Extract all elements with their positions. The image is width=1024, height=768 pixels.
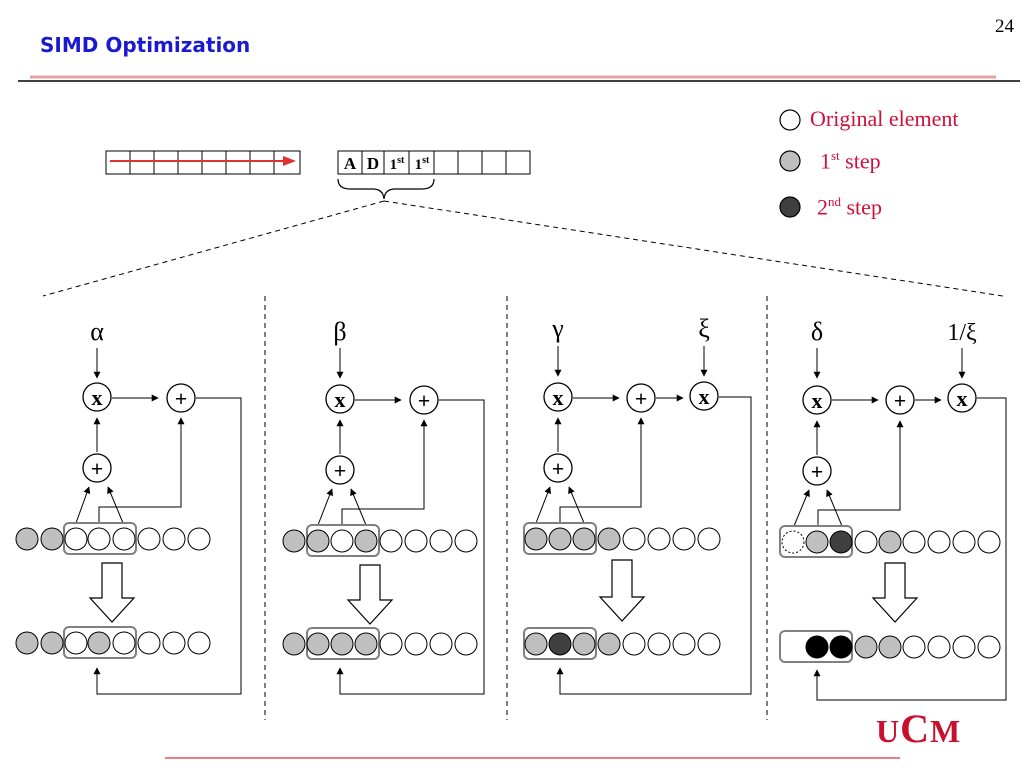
- mul-op: x: [92, 385, 103, 410]
- logo-m: M: [930, 713, 962, 749]
- logo-c: C: [900, 706, 930, 751]
- add-op: +: [175, 386, 188, 411]
- add-op: +: [635, 386, 648, 411]
- mul-op: x: [553, 385, 564, 410]
- legend-second-sup: nd: [828, 194, 841, 209]
- logo-u: U: [876, 713, 901, 749]
- panel-delta: δ 1/ξ x + x +: [779, 317, 1007, 701]
- legend-first-step-circle: [779, 150, 801, 172]
- slide-title: SIMD Optimization: [40, 33, 251, 57]
- legend-second-text: step: [841, 194, 882, 220]
- legend-first-step-label: 1st step: [820, 148, 881, 174]
- panel-gamma: γ ξ x + x +: [523, 314, 752, 695]
- legend-second-step-circle: [779, 196, 801, 218]
- mul-op: x: [335, 387, 346, 412]
- add-op: +: [91, 456, 104, 481]
- input-delta: δ: [811, 317, 823, 346]
- page-number: 24: [995, 16, 1014, 37]
- ucm-logo: UCM: [876, 705, 961, 752]
- legend-first-text: step: [839, 148, 881, 174]
- coefficient-vector: A D 1st 1st: [337, 150, 531, 200]
- add-op: +: [811, 459, 824, 484]
- zoom-line-left: [42, 200, 385, 297]
- mul-op: x: [812, 388, 823, 413]
- memory-vector-scan: [105, 150, 301, 175]
- legend-first-num: 1: [820, 148, 831, 174]
- mul-op: x: [699, 384, 710, 409]
- input-gamma: γ: [551, 314, 564, 343]
- legend-second-num: 2: [817, 194, 828, 220]
- add-op: +: [418, 388, 431, 413]
- input-beta: β: [333, 317, 346, 346]
- legend-second-step-label: 2nd step: [817, 194, 882, 220]
- mul-op: x: [957, 386, 968, 411]
- legend-original-circle: [779, 109, 801, 131]
- panel-beta: β x + +: [282, 317, 485, 695]
- panel-alpha: α x + +: [15, 317, 242, 695]
- input-alpha: α: [90, 317, 104, 346]
- add-op: +: [894, 388, 907, 413]
- legend-first-sup: st: [831, 148, 840, 163]
- vector-cell-a: A: [344, 154, 357, 173]
- add-op: +: [334, 458, 347, 483]
- input-xi: ξ: [698, 314, 710, 343]
- add-op: +: [552, 456, 565, 481]
- zoom-line-right: [383, 200, 1004, 297]
- vector-cell-d: D: [367, 154, 379, 173]
- legend-original-label: Original element: [810, 106, 959, 131]
- input-inv-xi: 1/ξ: [947, 320, 977, 346]
